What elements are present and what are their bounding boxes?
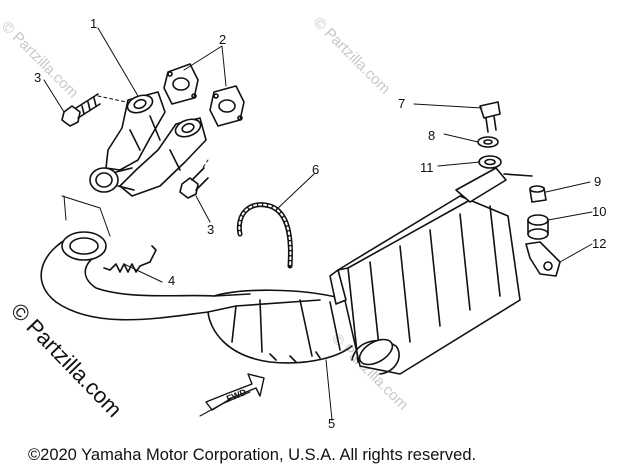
- bolt: [179, 167, 209, 199]
- spring: [103, 245, 157, 273]
- callout-10: 10: [592, 204, 606, 219]
- damper: [529, 185, 547, 203]
- gasket: [209, 85, 245, 127]
- callout-7: 7: [398, 96, 405, 111]
- callout-3: 3: [34, 70, 41, 85]
- bolt: [61, 93, 101, 127]
- callout-12: 12: [592, 236, 606, 251]
- exhaust-manifold: [89, 91, 207, 197]
- callout-8: 8: [428, 128, 435, 143]
- copyright-notice: ©2020 Yamaha Motor Corporation, U.S.A. A…: [28, 446, 477, 464]
- callout-2: 2: [219, 32, 226, 47]
- callout-9: 9: [594, 174, 601, 189]
- callout-11: 11: [420, 160, 434, 175]
- muffler: [329, 167, 533, 375]
- callout-5: 5: [328, 416, 335, 431]
- callout-1: 1: [90, 16, 97, 31]
- washer: [477, 136, 499, 148]
- callout-6: 6: [312, 162, 319, 177]
- exhaust-pipe: [40, 231, 353, 364]
- collar: [527, 214, 549, 240]
- callout-4: 4: [168, 273, 175, 288]
- bolt: [479, 101, 501, 133]
- fwd-label: FWD: [225, 387, 248, 404]
- bracket: [525, 241, 561, 277]
- hose: [236, 202, 293, 269]
- callout-3-lower: 3: [207, 222, 214, 237]
- fwd-arrow: [199, 373, 265, 417]
- gasket: [163, 63, 199, 105]
- collar: [478, 155, 502, 169]
